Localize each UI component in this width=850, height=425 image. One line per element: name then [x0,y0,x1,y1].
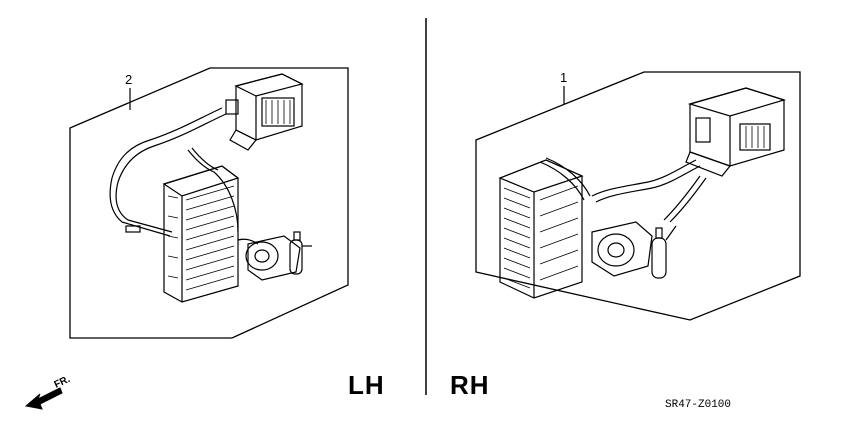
lh-callout-number: 2 [125,72,132,87]
lh-condenser [125,165,240,303]
rh-compressor [591,221,677,279]
part-code-label: SR47-Z0100 [665,399,731,411]
rh-kit: 1 [475,70,801,321]
front-direction-label: FR. [53,374,72,391]
lh-compressor [237,231,312,281]
lh-side-label: LH [348,370,385,400]
front-arrow-icon [24,387,63,410]
rh-side-label: RH [450,370,490,400]
rh-evaporator-unit [685,87,787,177]
lh-evaporator-unit [225,73,304,151]
front-direction-indicator: FR. [24,374,72,410]
lh-kit: 2 [69,67,349,339]
rh-callout-number: 1 [560,70,567,85]
rh-condenser [498,159,584,299]
